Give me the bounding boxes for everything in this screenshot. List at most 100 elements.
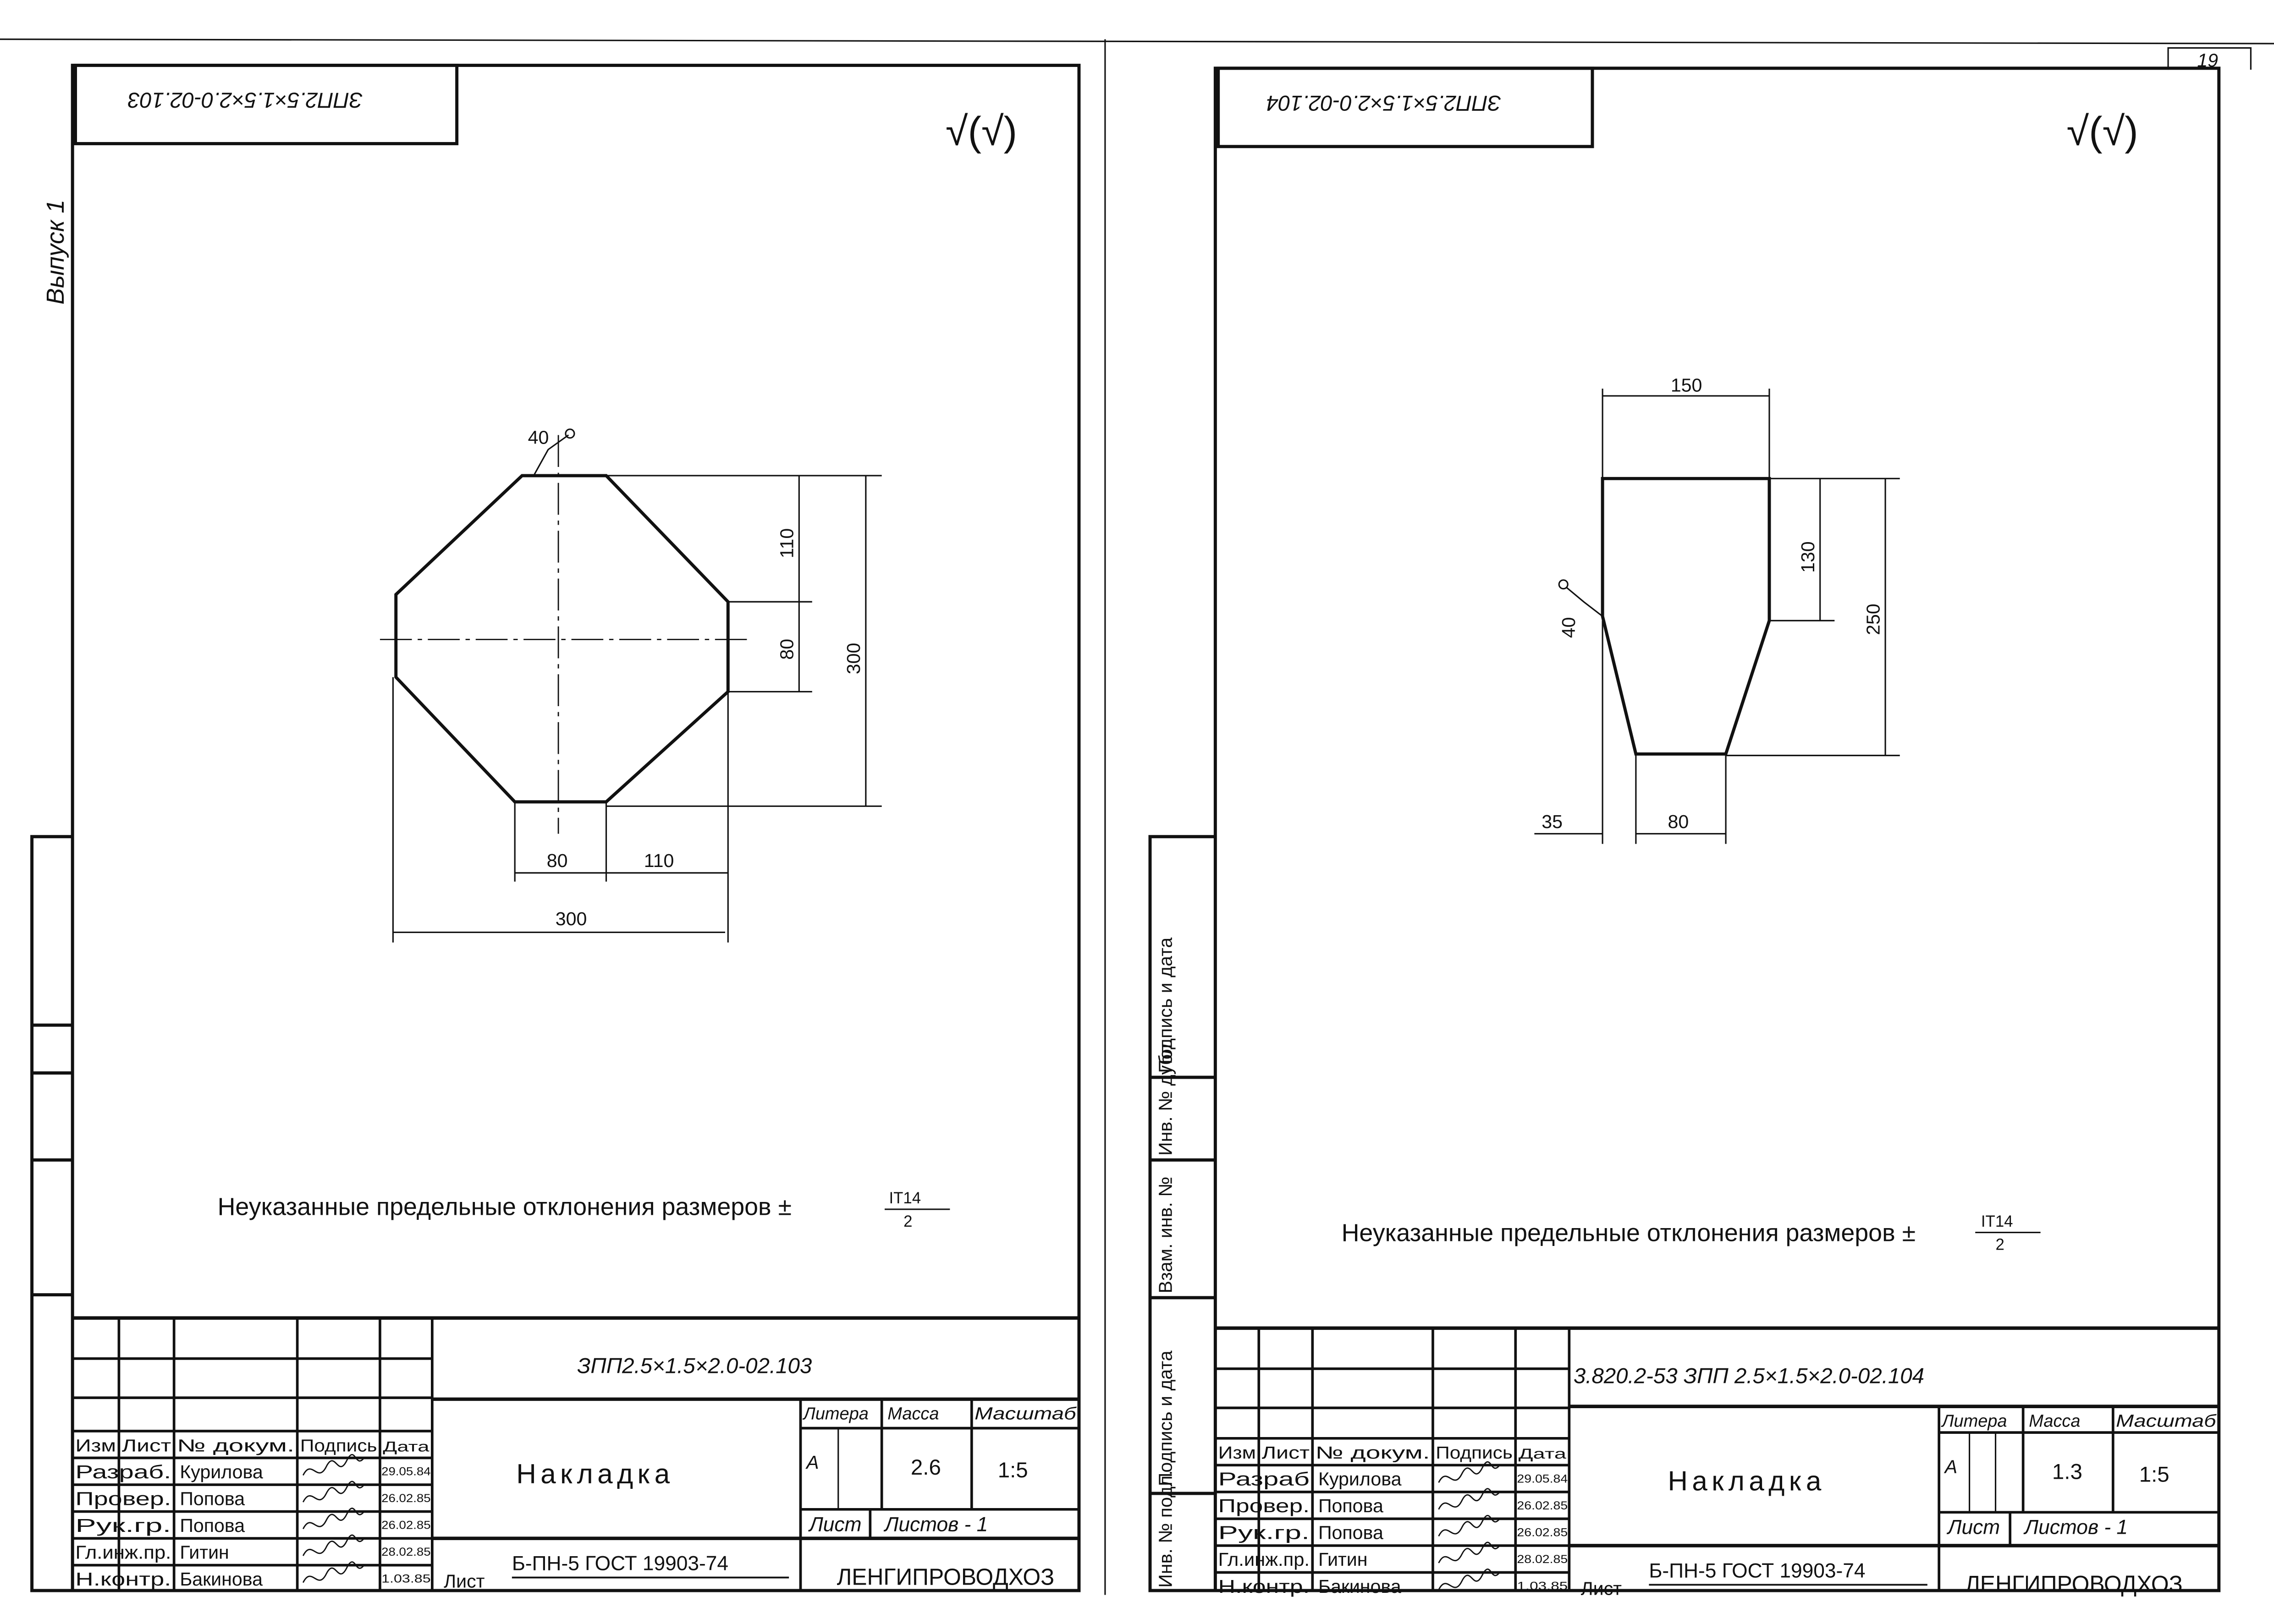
list-label: Лист	[444, 1571, 485, 1592]
row-role: Разраб	[1218, 1469, 1310, 1490]
row-role: Разраб.	[76, 1461, 171, 1482]
dim-straight-height: 130	[1797, 541, 1818, 573]
corner-code-box: ЗПП2.5×1.5×2.0-02.104	[1217, 66, 1594, 148]
signature-image	[302, 1561, 365, 1583]
row-name: Попова	[180, 1488, 245, 1509]
dim-chamfer: 40	[1558, 617, 1579, 638]
tolerance-denominator: 2	[1996, 1235, 2004, 1253]
header-signature: Подпись	[300, 1436, 377, 1455]
roughness-symbol: √(√)	[946, 109, 1017, 154]
margin-strip	[30, 835, 73, 1592]
dim-total-width: 300	[556, 908, 587, 929]
header-doc-no: № докум.	[177, 1436, 294, 1455]
dim-total-height: 250	[1862, 604, 1883, 635]
row-name: Попова	[180, 1515, 245, 1536]
header-list: Лист	[122, 1436, 171, 1455]
organization: ЛЕНГИПРОВОДХОЗ	[1965, 1571, 2183, 1597]
row-name: Бакинова	[1318, 1576, 1401, 1597]
row-name: Попова	[1318, 1495, 1383, 1516]
header-izm: Изм	[1218, 1443, 1256, 1463]
row-date: 28.02.85	[1517, 1553, 1568, 1566]
signature-image	[302, 1454, 365, 1476]
corner-code: ЗПП2.5×1.5×2.0-02.104	[1266, 91, 1501, 115]
margin-strip: Инв. № подл. Подпись и дата Взам. инв. №…	[1148, 835, 1216, 1592]
margin-field-sign-date-2: Подпись и дата	[1155, 938, 1176, 1073]
sheet-right: ЗПП2.5×1.5×2.0-02.104 √(√) Инв. № подл. …	[1148, 66, 2221, 1599]
tolerance-note-text: Неуказанные предельные отклонения размер…	[218, 1193, 792, 1221]
row-date: 26.02.85	[381, 1519, 431, 1532]
designation: ЗПП2.5×1.5×2.0-02.103	[577, 1354, 812, 1378]
dim-top-width: 150	[1671, 374, 1702, 395]
tolerance-note-text: Неуказанные предельные отклонения размер…	[1342, 1219, 1916, 1247]
tolerance-note: Неуказанные предельные отклонения размер…	[1342, 1213, 2041, 1253]
litera-label: Литера	[802, 1405, 869, 1424]
margin-field-replace-inv: Взам. инв. №	[1155, 1177, 1176, 1294]
signature-image	[302, 1508, 365, 1530]
margin-field-inv-orig: Инв. № подл.	[1155, 1470, 1176, 1588]
corner-code: ЗПП2.5×1.5×2.0-02.103	[128, 88, 363, 112]
margin-label-issue: Выпуск 1	[42, 200, 69, 305]
signature-image	[1438, 1542, 1500, 1564]
sheets-count: Листов - 1	[883, 1513, 988, 1536]
row-role: Провер.	[1218, 1495, 1310, 1516]
row-name: Курилова	[1318, 1469, 1402, 1490]
dim-chamfer: 40	[528, 427, 549, 448]
row-date: 29.05.84	[1517, 1472, 1568, 1485]
scale-label: Масштаб	[975, 1405, 1077, 1424]
organization: ЛЕНГИПРОВОДХОЗ	[837, 1564, 1055, 1590]
row-date: 29.05.84	[381, 1465, 431, 1478]
row-role: Гл.инж.пр.	[1218, 1549, 1310, 1570]
row-role: Рук.гр.	[76, 1515, 171, 1536]
mass-label: Масса	[887, 1405, 939, 1424]
row-name: Гитин	[1318, 1549, 1367, 1570]
signature-image	[1438, 1461, 1500, 1483]
tolerance-numerator: IT14	[889, 1189, 921, 1207]
sheet-left: ЗПП2.5×1.5×2.0-02.103 √(√) Выпуск 1 40	[30, 64, 1081, 1592]
litera-value: А	[1944, 1456, 1957, 1477]
scale-value: 1:5	[998, 1458, 1028, 1482]
row-date: 26.02.85	[381, 1492, 431, 1505]
sheet-label: Лист	[1946, 1516, 2000, 1539]
roughness-symbol: √(√)	[2067, 109, 2138, 154]
header-list: Лист	[1262, 1443, 1310, 1463]
header-signature: Подпись	[1436, 1443, 1513, 1463]
row-name: Курилова	[180, 1461, 263, 1482]
signature-image	[302, 1481, 365, 1503]
mass-value: 1.3	[2052, 1459, 2082, 1484]
tolerance-numerator: IT14	[1981, 1213, 2013, 1230]
row-role: Провер.	[76, 1488, 171, 1509]
litera-label: Литера	[1940, 1411, 2007, 1431]
part-octagon: 40 110 80 300 80 110 300	[380, 427, 882, 943]
corner-code-box: ЗПП2.5×1.5×2.0-02.103	[74, 64, 459, 145]
header-date: Дата	[1519, 1445, 1567, 1462]
row-name: Гитин	[180, 1542, 229, 1563]
scale-value: 1:5	[2139, 1463, 2169, 1487]
header-date: Дата	[383, 1438, 429, 1454]
designation: 3.820.2-53 ЗПП 2.5×1.5×2.0-02.104	[1574, 1364, 1924, 1388]
margin-field-sign-date: Подпись и дата	[1155, 1350, 1176, 1486]
dim-bottom-width: 80	[1668, 811, 1689, 832]
dim-bottom-width: 80	[547, 850, 568, 871]
part-name: Накладка	[516, 1459, 674, 1489]
row-date: 1.03.85	[381, 1573, 431, 1586]
part-tapered: 150 130 250 40 35 80	[1534, 374, 1900, 844]
row-role: Гл.инж.пр.	[76, 1542, 171, 1563]
sheet-label: Лист	[808, 1513, 861, 1536]
signature-image	[1438, 1488, 1500, 1510]
sheets-count: Листов - 1	[2023, 1516, 2128, 1539]
signature-image	[302, 1534, 365, 1556]
material: Б-ПН-5 ГОСТ 19903-74	[512, 1553, 728, 1575]
row-role: Рук.гр.	[1218, 1522, 1310, 1543]
scale-label: Масштаб	[2116, 1411, 2217, 1431]
material: Б-ПН-5 ГОСТ 19903-74	[1649, 1560, 1865, 1582]
mass-value: 2.6	[911, 1455, 941, 1480]
header-izm: Изм	[76, 1436, 116, 1455]
dim-top-height: 110	[776, 528, 798, 559]
signature-image	[1438, 1514, 1500, 1537]
dim-total-height: 300	[843, 643, 864, 675]
dim-chamfer-width: 110	[644, 850, 674, 871]
tolerance-denominator: 2	[903, 1213, 912, 1230]
row-date: 28.02.85	[381, 1546, 431, 1558]
litera-value: А	[805, 1452, 819, 1473]
